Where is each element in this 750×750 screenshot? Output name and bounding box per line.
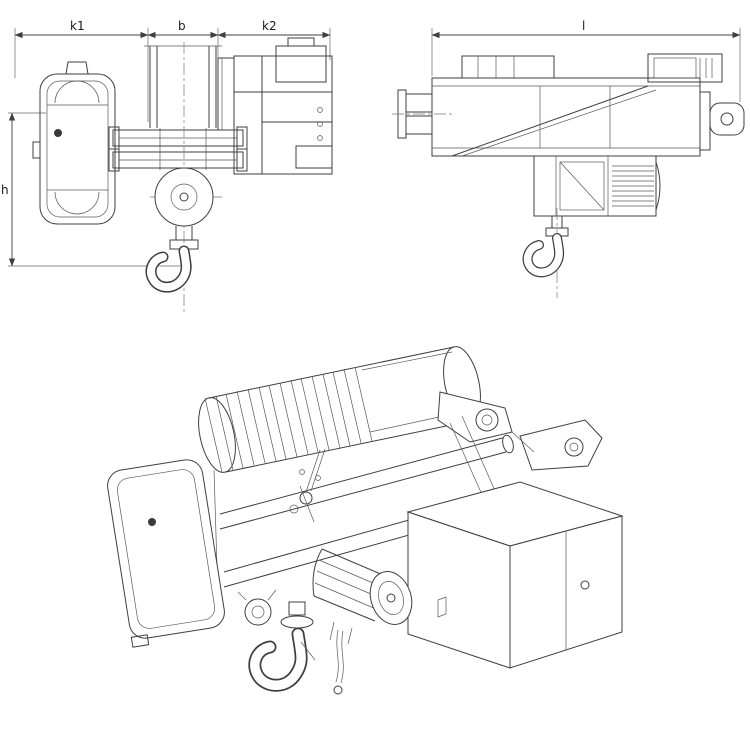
isometric-view — [107, 346, 624, 695]
suspension-bracket-a — [437, 391, 513, 443]
cabinet-vent — [437, 596, 447, 618]
left-end-bracket — [392, 89, 452, 139]
dimension-extensions-front — [8, 28, 331, 267]
dim-label-k1: k1 — [70, 19, 85, 33]
hanging-cable — [333, 629, 344, 695]
top-panel-box — [461, 55, 555, 79]
bolt-dot — [54, 129, 62, 137]
gearbox-cover-plate — [107, 459, 225, 648]
right-end-lug — [699, 91, 745, 151]
guide-roller — [237, 589, 277, 626]
trolley-side-plate — [32, 61, 116, 225]
side-elevation-view: l — [392, 19, 745, 298]
bottom-hook-front — [145, 226, 199, 293]
brake-fan-box — [647, 53, 723, 83]
dim-label-k2: k2 — [262, 19, 277, 33]
control-cabinet — [406, 481, 624, 669]
dim-label-h: h — [1, 183, 9, 197]
front-elevation-view: k1 b k2 h — [1, 19, 333, 315]
rope-guide — [289, 448, 326, 523]
suspension-bracket-b — [511, 419, 603, 471]
rope-hatching — [204, 366, 373, 473]
dim-label-b: b — [178, 19, 186, 33]
dim-label-l: l — [582, 19, 585, 33]
bottom-hook-side — [522, 208, 569, 298]
dimension-lines-side: l — [431, 19, 741, 102]
beam-flange-lines — [144, 45, 222, 170]
hoist-body-side — [533, 155, 661, 217]
drive-unit-front — [217, 37, 333, 175]
dimension-lines-front: k1 b k2 h — [1, 19, 331, 267]
cabinet-handle — [580, 580, 590, 590]
rope-pulley — [154, 167, 214, 227]
suspension-crossbars — [108, 126, 248, 172]
hoist-motor — [312, 548, 413, 645]
hoist-housing-side — [431, 77, 701, 157]
bottom-hook-iso — [248, 601, 316, 692]
